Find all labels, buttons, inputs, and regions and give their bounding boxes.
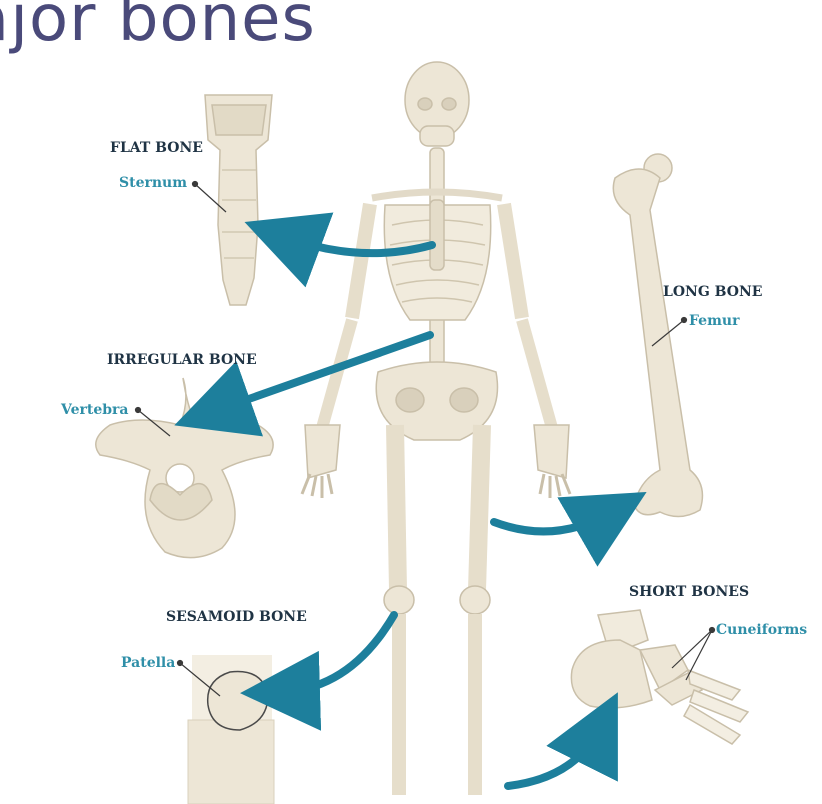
left-knee xyxy=(383,585,415,615)
clavicles xyxy=(371,188,503,202)
short-bones-heading: SHORT BONES xyxy=(629,584,750,600)
irregular-bone-heading: IRREGULAR BONE xyxy=(107,352,257,368)
leader-lines xyxy=(134,180,716,697)
cuneiforms-label: Cuneiforms xyxy=(716,622,808,638)
arrow-to-vertebra xyxy=(174,331,434,437)
full-skeleton xyxy=(300,61,572,795)
femur-illustration xyxy=(612,153,704,518)
femur-label: Femur xyxy=(689,313,740,329)
sternum-illustration xyxy=(204,94,273,306)
arrow-to-sternum xyxy=(244,212,436,288)
right-knee xyxy=(459,585,491,615)
left-hand xyxy=(304,424,341,479)
sesamoid-bone-heading: SESAMOID BONE xyxy=(166,609,307,625)
arrow-to-patella xyxy=(240,611,398,731)
arrow-to-foot xyxy=(504,692,618,790)
right-femur xyxy=(468,424,491,591)
patella-illustration xyxy=(187,655,275,804)
patella-label: Patella xyxy=(121,655,176,671)
vertebra-label: Vertebra xyxy=(61,402,129,418)
left-femur xyxy=(386,424,407,591)
pelvis xyxy=(375,361,499,441)
sternum-label: Sternum xyxy=(119,175,188,191)
left-forearm xyxy=(316,318,358,430)
left-upper-arm xyxy=(345,202,377,320)
long-bone-heading: LONG BONE xyxy=(663,284,763,300)
right-forearm xyxy=(516,318,558,430)
flat-bone-heading: FLAT BONE xyxy=(110,140,203,156)
right-upper-arm xyxy=(497,202,529,320)
pointer-arrows xyxy=(174,212,647,790)
foot-illustration xyxy=(570,609,750,745)
jaw xyxy=(419,125,455,147)
arrow-to-femur xyxy=(490,491,647,567)
right-hand xyxy=(533,424,570,479)
page-title: ajor bones xyxy=(0,0,316,56)
